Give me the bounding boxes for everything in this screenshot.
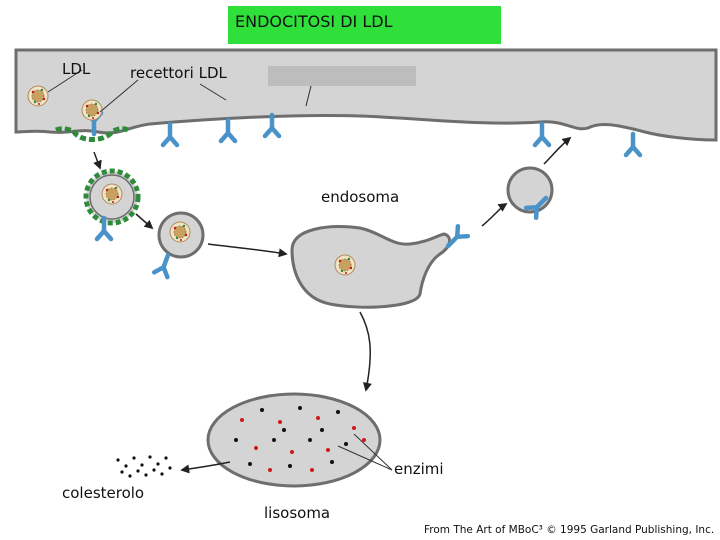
credit-line: From The Art of MBoC³ © 1995 Garland Pub… (424, 524, 715, 536)
label-background-band (268, 66, 416, 86)
endosome (290, 225, 451, 309)
lysosome (206, 392, 382, 488)
label-lysosome: lisosoma (264, 504, 331, 522)
label-receptors: recettori LDL (130, 64, 227, 82)
page-title: ENDOCITOSI DI LDL (235, 12, 393, 31)
lysosome-enzymes (234, 406, 366, 472)
cholesterol-particles (116, 455, 172, 478)
title-background (228, 6, 501, 44)
label-cholesterol: colesterolo (62, 484, 145, 502)
label-endosome: endosoma (321, 188, 400, 206)
label-ldl: LDL (62, 60, 91, 78)
plasma-membrane (14, 48, 718, 142)
label-enzymes: enzimi (394, 460, 444, 478)
coated-pit (54, 126, 130, 142)
